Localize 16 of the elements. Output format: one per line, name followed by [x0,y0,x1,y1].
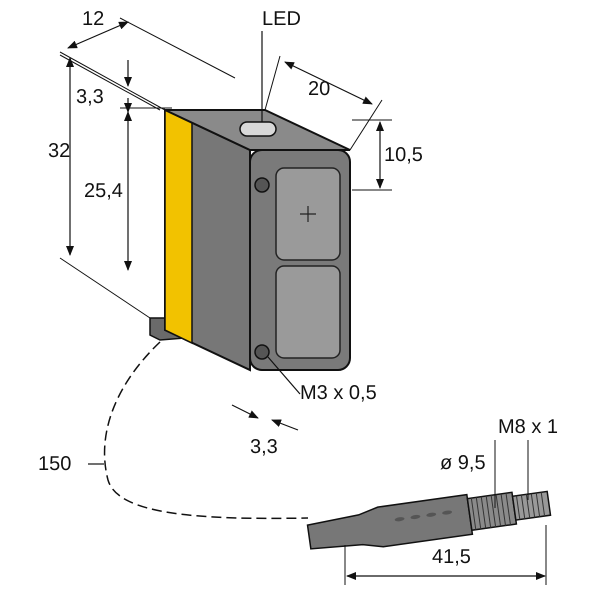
dimension-label: 25,4 [84,180,123,202]
dimension-label: 41,5 [432,546,471,568]
dimension-label: 3,3 [250,436,278,458]
dimension-label: 3,3 [76,86,104,108]
thread-label: M8 x 1 [498,416,558,438]
dimension-label: 12 [82,8,104,30]
dimension-label: 32 [48,140,70,162]
screw-hole [254,344,270,360]
led-label: LED [262,8,301,30]
dimension-label: 10,5 [384,144,423,166]
dimension-label: 150 [38,453,72,475]
leader-line [261,31,263,122]
led-window [239,121,277,137]
dimension-label: 20 [308,78,330,100]
diameter-label: ø 9,5 [440,452,486,474]
thread-label: M3 x 0,5 [300,382,377,404]
